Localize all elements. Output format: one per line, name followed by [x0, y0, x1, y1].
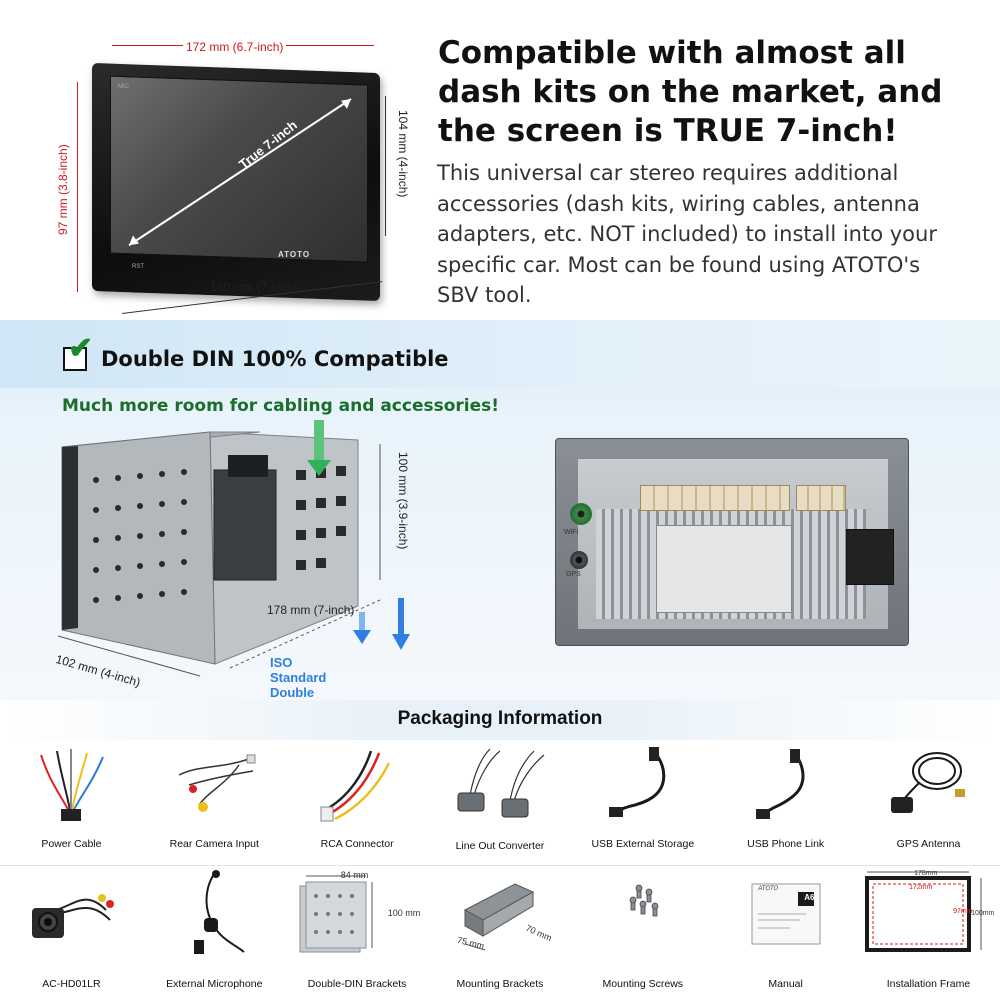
usb-phone-link-icon [755, 749, 805, 819]
chassis-svg [57, 420, 410, 677]
pack-item-double-din-brackets: 84 mm 100 mm Double-DIN Brackets [286, 870, 429, 995]
pack-label: Installation Frame [886, 978, 971, 990]
installation-frame-icon [865, 871, 982, 952]
frame-inner-width: 172mm [909, 884, 933, 891]
pack-label: USB Phone Link [747, 838, 825, 850]
description: This universal car stereo requires addit… [437, 161, 937, 307]
line-out-converter-icon [457, 748, 545, 818]
power-cable-icon [40, 749, 105, 821]
mic-label: MIC [118, 84, 129, 90]
pack-item-camera: AC-HD01LR [0, 870, 143, 995]
frame-outer-width: 178mm [914, 870, 938, 877]
manual-badge: A6 [804, 893, 815, 902]
pack-label: Power Cable [41, 838, 102, 850]
pack-item-line-out-converter: Line Out Converter [429, 745, 572, 860]
pack-item-usb-phone-link: USB Phone Link [714, 745, 857, 860]
din-title-band [0, 320, 1000, 388]
pack-item-gps-antenna: GPS Antenna [857, 745, 1000, 860]
pack-label: AC-HD01LR [42, 978, 101, 990]
headline: Compatible with almost all dash kits on … [438, 35, 943, 149]
rear-connector [640, 485, 790, 511]
packaging-title: Packaging Information [397, 708, 603, 729]
rear-panel [656, 525, 792, 613]
microphone-icon [194, 870, 245, 954]
checkbox-icon [63, 347, 87, 371]
dim-line-right [385, 96, 386, 236]
wifi-port-icon [570, 503, 592, 525]
din-title: Double DIN 100% Compatible [101, 347, 449, 371]
frame-outer-height: 100mm [971, 910, 995, 917]
pack-label: GPS Antenna [896, 838, 961, 850]
rear-port-block [846, 529, 894, 585]
rst-label: RST [132, 264, 144, 270]
screws-icon [629, 884, 659, 917]
gps-label: GPS [566, 571, 581, 578]
gps-port-icon [570, 551, 588, 569]
rear-camera-input-icon [178, 754, 256, 812]
packaging-row-2: AC-HD01LR External Microphone 84 mm 100 … [0, 870, 1000, 995]
top-section: 172 mm (6.7-inch) 97 mm (3.8-inch) MIC R… [0, 0, 1000, 320]
pack-item-usb-external-storage: USB External Storage [571, 745, 714, 860]
pack-item-mounting-screws: Mounting Screws [571, 870, 714, 995]
dim-line-left [77, 82, 78, 292]
frame-inner-height: 97mm [953, 908, 973, 915]
pack-label: Mounting Brackets [456, 978, 544, 990]
dim-din-depth: 178 mm (7-inch) [267, 603, 355, 617]
dim-width-bottom: 180 mm (7-inch) [210, 280, 298, 294]
pack-label: Rear Camera Input [169, 838, 259, 850]
bracket-dim-width: 84 mm [340, 870, 369, 880]
pack-label: Manual [768, 978, 803, 990]
pack-label: Line Out Converter [455, 840, 545, 852]
stereo-brand-label: ATOTO [278, 250, 311, 259]
pack-item-installation-frame: 178mm 172mm 97mm 100mm Installation Fram… [857, 870, 1000, 995]
stereo-screen [110, 75, 368, 263]
pack-item-mounting-brackets: 75 mm 70 mm Mounting Brackets [429, 870, 572, 995]
pack-label: USB External Storage [591, 838, 695, 850]
pack-item-rca-connector: RCA Connector [286, 745, 429, 860]
wifi-label: WiFi [564, 529, 578, 536]
gps-antenna-icon [891, 752, 966, 813]
dim-width-top: 172 mm (6.7-inch) [183, 40, 287, 54]
din-subtitle: Much more room for cabling and accessori… [62, 396, 500, 416]
packaging-row-1: Power Cable Rear Camera Input RCA Connec… [0, 745, 1000, 860]
rear-connector-2 [796, 485, 846, 511]
pack-item-rear-camera-input: Rear Camera Input [143, 745, 286, 860]
pack-label: Double-DIN Brackets [307, 978, 407, 990]
manual-brand: ATOTO [758, 886, 779, 892]
packaging-title-band [0, 700, 1000, 740]
checkmark-icon: ✔ [68, 332, 94, 365]
pack-item-power-cable: Power Cable [0, 745, 143, 860]
stereo-rear-image: WiFi GPS [555, 438, 909, 646]
pack-item-external-microphone: External Microphone [143, 870, 286, 995]
packaging-divider [0, 865, 1000, 866]
din-bracket-icon [299, 875, 373, 953]
pack-label: Mounting Screws [602, 978, 684, 990]
bracket-dim-height: 100 mm [387, 908, 421, 918]
pack-label: RCA Connector [320, 838, 394, 850]
camera-icon [32, 894, 115, 938]
mounting-bracket-icon [463, 883, 535, 951]
dim-din-height: 100 mm (3.9-inch) [396, 452, 410, 550]
stereo-front-image [92, 62, 380, 302]
pack-label: External Microphone [166, 978, 263, 990]
pack-item-manual: A6 ATOTO Manual [714, 870, 857, 995]
manual-icon [751, 883, 821, 945]
usb-storage-icon [608, 747, 666, 817]
rca-connector-icon [320, 750, 391, 822]
